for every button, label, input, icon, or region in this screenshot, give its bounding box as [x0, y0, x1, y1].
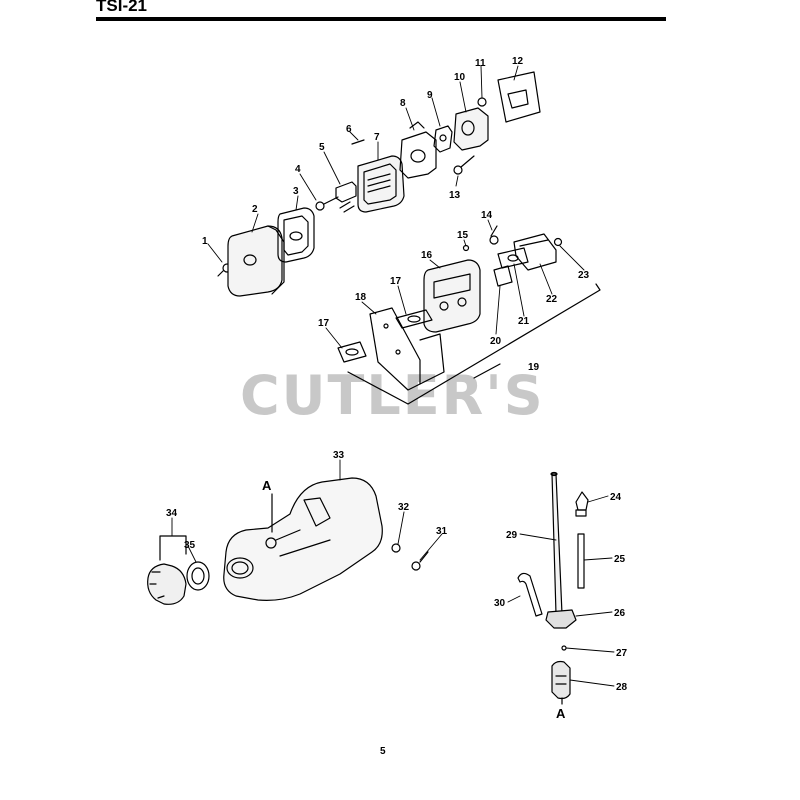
part-7-filter-base [357, 155, 405, 213]
connection-label-a-tank: A [262, 478, 272, 493]
callout-32: 32 [398, 502, 410, 513]
leader-lines [171, 65, 615, 687]
part-12-gasket-plate [497, 71, 541, 123]
part-30-vent-line [517, 572, 543, 617]
part-10-insulator [453, 107, 489, 151]
callout-31: 31 [436, 526, 448, 537]
callout-23: 23 [578, 270, 590, 281]
part-31-screw [411, 551, 429, 571]
part-28-fuel-filter [551, 660, 571, 700]
callout-21: 21 [518, 316, 530, 327]
part-20-spark-arrestor [493, 265, 513, 287]
model-header: TSI-21 [96, 0, 148, 15]
part-27-check-ball [561, 645, 567, 651]
callout-34: 34 [166, 508, 178, 519]
part-3-filter-element [277, 207, 315, 263]
part-33-fuel-tank [223, 477, 383, 601]
part-8-carburetor [399, 121, 437, 179]
part-25-return-line [577, 533, 585, 589]
callout-3: 3 [293, 186, 299, 197]
callout-8: 8 [400, 98, 406, 109]
callout-20: 20 [490, 336, 502, 347]
part-34-fuel-cap [147, 563, 187, 605]
callout-10: 10 [454, 72, 466, 83]
part-17-gasket-upper [395, 309, 433, 329]
callout-29: 29 [506, 530, 518, 541]
callout-1: 1 [202, 236, 208, 247]
part-18-heat-shield [369, 307, 445, 391]
part-22-muffler-cover [513, 233, 557, 271]
header-rule [96, 17, 666, 21]
callout-6: 6 [346, 124, 352, 135]
callout-25: 25 [614, 554, 626, 565]
callout-24: 24 [610, 492, 622, 503]
callout-35: 35 [184, 540, 196, 551]
callout-28: 28 [616, 682, 628, 693]
part-26-tank-grommet [545, 609, 577, 629]
callout-33: 33 [333, 450, 345, 461]
callout-15: 15 [457, 230, 469, 241]
page-number: 5 [380, 746, 386, 757]
part-16-muffler [423, 259, 481, 333]
part-32-washer [391, 543, 401, 553]
callout-19: 19 [528, 362, 540, 373]
part-17-gasket-lower [337, 341, 367, 363]
callout-12: 12 [512, 56, 524, 67]
part-14-bolt [489, 225, 499, 245]
callout-14: 14 [481, 210, 493, 221]
callout-17-upper: 17 [390, 276, 402, 287]
part-29-fuel-tube [550, 471, 563, 615]
callout-9: 9 [427, 90, 433, 101]
callout-7: 7 [374, 132, 380, 143]
callout-11: 11 [475, 58, 486, 69]
callout-13: 13 [449, 190, 461, 201]
callout-26: 26 [614, 608, 626, 619]
callout-22: 22 [546, 294, 558, 305]
part-5-spacer-plate [335, 181, 357, 213]
part-35-cap-gasket [186, 561, 210, 591]
part-9-gasket [433, 125, 453, 153]
part-19-assembly-bracket [347, 283, 601, 405]
part-6-pin [351, 139, 365, 145]
part-23-screw [553, 237, 563, 247]
callout-17-lower: 17 [318, 318, 330, 329]
part-4-screw [315, 196, 339, 211]
connection-label-a-filter: A [556, 706, 566, 721]
part-24-grommet [575, 491, 589, 517]
callout-labels: 1 2 3 4 5 6 7 8 9 10 11 12 13 14 15 16 1… [166, 56, 628, 721]
callout-4: 4 [295, 164, 301, 175]
part-13-bolt [453, 155, 475, 175]
callout-18: 18 [355, 292, 367, 303]
part-11-nut [477, 97, 487, 107]
callout-2: 2 [252, 204, 258, 215]
callout-27: 27 [616, 648, 628, 659]
part-2-air-filter-cover [227, 225, 285, 297]
part-34-bracket [159, 535, 187, 561]
callout-30: 30 [494, 598, 506, 609]
callout-16: 16 [421, 250, 433, 261]
callout-5: 5 [319, 142, 325, 153]
